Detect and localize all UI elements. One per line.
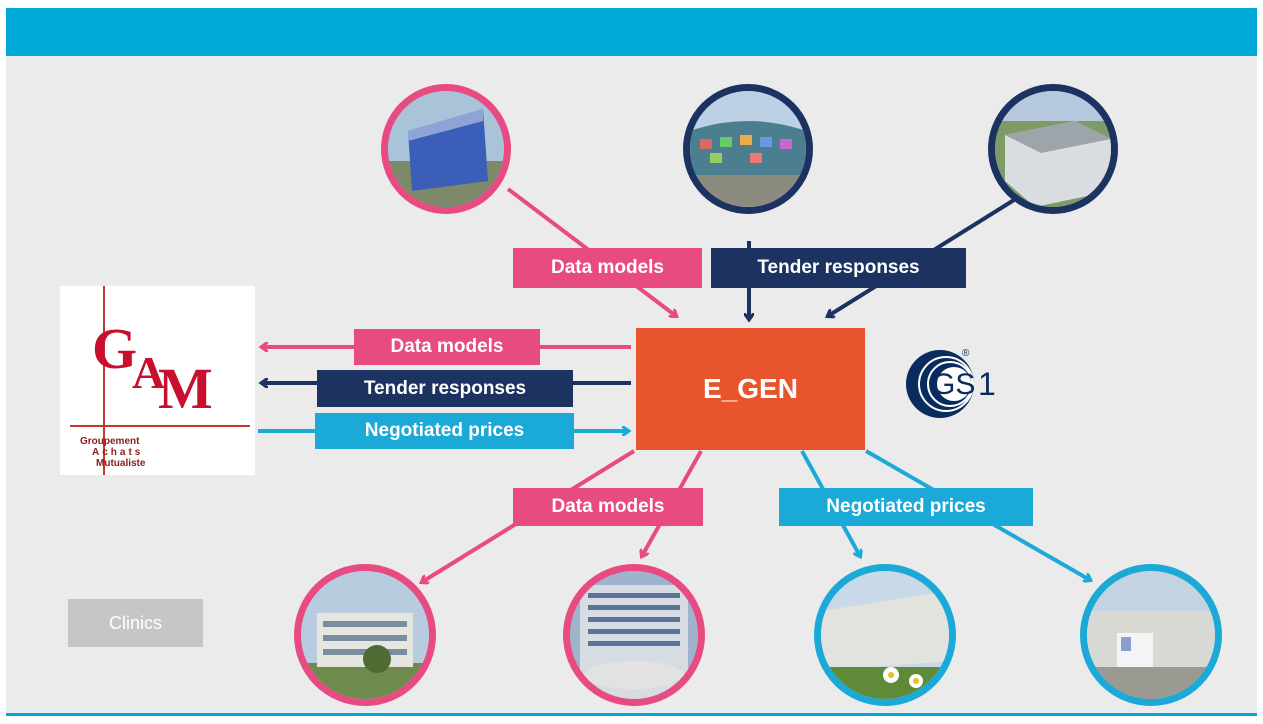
header-bar — [6, 8, 1257, 56]
label-left-tender-responses: Tender responses — [317, 370, 573, 407]
gam-line-1: Groupement — [80, 436, 140, 447]
clinic-photo-1 — [294, 564, 436, 706]
svg-text:M: M — [158, 356, 213, 421]
svg-text:1: 1 — [978, 366, 996, 402]
clinic-photo-4 — [1080, 564, 1222, 706]
clinic-photo-2 — [563, 564, 705, 706]
egen-platform-box: E_GEN — [636, 328, 865, 450]
clinic-photo-3 — [814, 564, 956, 706]
label-left-data-models: Data models — [354, 329, 540, 365]
svg-text:A: A — [132, 347, 165, 398]
gs1-registered-mark: ® — [962, 348, 970, 359]
gam-logo: G A M Groupement Achats Mutualiste — [60, 286, 255, 475]
label-bottom-data-models: Data models — [513, 488, 703, 526]
gam-line-2: Achats — [92, 447, 143, 458]
svg-text:GS: GS — [932, 368, 975, 401]
footer-line — [6, 713, 1257, 716]
gam-line-3: Mutualiste — [96, 458, 146, 469]
building-photo-top-left — [381, 84, 511, 214]
gs1-logo: GS 1 ® — [902, 346, 1032, 422]
label-left-negotiated-prices: Negotiated prices — [315, 413, 574, 449]
label-top-data-models: Data models — [513, 248, 702, 288]
building-photo-top-middle — [683, 84, 813, 214]
clinics-label: Clinics — [68, 599, 203, 647]
label-bottom-negotiated-prices: Negotiated prices — [779, 488, 1033, 526]
svg-text:G: G — [92, 316, 137, 381]
diagram-canvas: Data models Tender responses E_GEN Data … — [6, 8, 1257, 716]
building-photo-top-right — [988, 84, 1118, 214]
label-top-tender-responses: Tender responses — [711, 248, 966, 288]
